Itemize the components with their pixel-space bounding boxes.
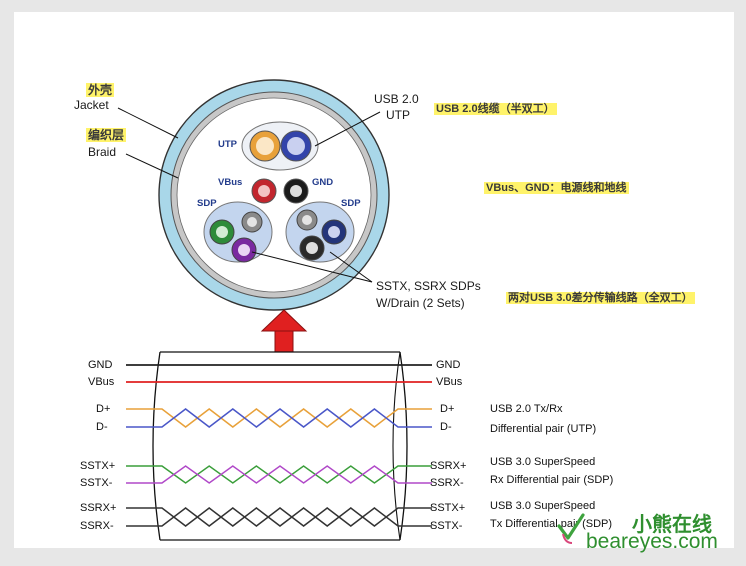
rx-pair-desc-1: USB 3.0 SuperSpeed <box>490 456 596 468</box>
usb30-desc-cn: 两对USB 3.0差分传输线路（全双工） <box>506 292 695 304</box>
utp-label: UTP <box>386 108 410 122</box>
wdrain-label: W/Drain (2 Sets) <box>376 296 465 310</box>
sdp-right-black-core <box>306 242 318 254</box>
cable-right-end-back <box>392 351 401 541</box>
usb20-label: USB 2.0 <box>374 92 419 106</box>
cable-right-end-front <box>399 351 408 541</box>
sdp-right-leader <box>329 251 373 283</box>
utp-orange-core <box>256 137 274 155</box>
dminus-wire-line <box>126 408 432 428</box>
cable-left-end <box>152 351 161 541</box>
pin-right-sstx-plus: SSTX+ <box>430 502 466 514</box>
usb20-desc-cn: USB 2.0线缆（半双工） <box>434 103 557 115</box>
pin-right-gnd: GND <box>436 359 461 371</box>
utp-inner-label: UTP <box>218 139 238 150</box>
sstx-minus-wire-line <box>126 465 432 484</box>
leader-lines <box>117 107 381 283</box>
pin-left-ssrx-plus: SSRX+ <box>80 502 117 514</box>
jacket-leader <box>117 107 179 139</box>
pin-right-ssrx-minus: SSRX- <box>430 477 464 489</box>
braid-leader <box>125 153 179 179</box>
jacket-label: Jacket <box>74 98 109 112</box>
ssrx-minus-wire-line <box>126 507 432 527</box>
pin-left-ssrx-minus: SSRX- <box>80 520 114 532</box>
gnd-core <box>290 185 302 197</box>
cable-cross-section: UTP VBus GND SDP SDP <box>158 79 390 311</box>
pin-right-sstx-minus: SSTX- <box>430 520 463 532</box>
gnd-inner-label: GND <box>312 177 333 188</box>
tx-pair-desc-2: Tx Differential pair (SDP) <box>490 518 613 530</box>
sstx-ssrx-label: SSTX, SSRX SDPs <box>376 279 481 293</box>
sdp-right-drain-core <box>302 215 312 225</box>
sdp-left-drain-core <box>247 217 257 227</box>
braid-label: Braid <box>88 145 117 159</box>
pin-right-dminus: D- <box>440 421 452 433</box>
sdp-left-green-core <box>216 226 228 238</box>
vbus-gnd-desc-cn: VBus、GND：电源线和地线 <box>484 182 629 194</box>
sdp-left-leader <box>251 251 373 283</box>
sdp-right-blue-core <box>328 226 340 238</box>
pin-right-vbus: VBus <box>436 376 463 388</box>
pin-right-dplus: D+ <box>440 403 455 415</box>
sdp-right-label: SDP <box>341 198 361 209</box>
braid-label-cn: 编织层 <box>86 128 127 142</box>
arrow-up-icon <box>260 309 308 353</box>
pin-left-dminus: D- <box>96 421 108 433</box>
usb20-leader <box>314 111 381 147</box>
wire-lines <box>126 364 432 527</box>
dplus-wire-line <box>126 408 432 428</box>
vbus-core <box>258 185 270 197</box>
tx-pair-desc-1: USB 3.0 SuperSpeed <box>490 500 596 512</box>
pin-left-gnd: GND <box>88 359 113 371</box>
pin-right-ssrx-plus: SSRX+ <box>430 460 467 472</box>
sstx-plus-wire-line <box>126 465 432 484</box>
watermark-cn: 小熊在线 <box>632 514 712 536</box>
utp-blue-core <box>287 137 305 155</box>
rx-pair-desc-2: Rx Differential pair (SDP) <box>490 474 614 486</box>
cable-side-view <box>152 351 408 541</box>
vbus-inner-label: VBus <box>218 177 242 188</box>
pin-left-sstx-minus: SSTX- <box>80 477 113 489</box>
sdp-left-label: SDP <box>197 198 217 209</box>
ssrx-plus-wire-line <box>126 507 432 527</box>
pin-left-dplus: D+ <box>96 403 111 415</box>
sdp-left-purple-core <box>238 244 250 256</box>
watermark-url: beareyes.com <box>586 530 718 553</box>
usb20-pair-desc-1: USB 2.0 Tx/Rx <box>490 403 563 415</box>
jacket-label-cn: 外壳 <box>86 83 115 97</box>
watermark-logo-icon <box>556 512 586 551</box>
pin-left-vbus: VBus <box>88 376 115 388</box>
usb20-pair-desc-2: Differential pair (UTP) <box>490 423 597 435</box>
pin-left-sstx-plus: SSTX+ <box>80 460 116 472</box>
